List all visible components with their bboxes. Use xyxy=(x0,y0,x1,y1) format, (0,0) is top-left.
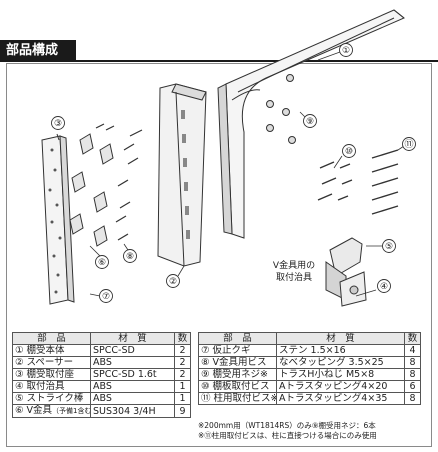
footnote-2: ※⑪柱用取付ビスは、柱に直接つける場合にのみ使用 xyxy=(198,431,377,440)
section-header-block: 部品構成 xyxy=(0,40,76,62)
table-row: ⑤ ストライク棒 ABS 1 xyxy=(12,392,191,405)
part-material: ABS xyxy=(90,380,175,393)
table-row: ③ 棚受取付座 SPCC-SD 1.6t 2 xyxy=(12,368,191,381)
callout-4: ④ xyxy=(380,282,388,292)
bracket-body-drawing xyxy=(217,9,405,239)
part-material: ABS xyxy=(90,392,175,405)
jig-drawing xyxy=(339,271,367,307)
part-name: ⑥ V金具 xyxy=(15,405,53,417)
callout-markers xyxy=(51,43,416,303)
part-material: トラスH小ねじ M5×8 xyxy=(276,368,405,381)
part-qty: 1 xyxy=(174,380,191,393)
callout-7: ⑦ xyxy=(102,292,110,302)
section-title: 部品構成 xyxy=(6,43,59,58)
post-screws-drawing xyxy=(371,149,399,215)
part-name: ⑧ V金具用ビス xyxy=(198,356,277,369)
table-row: ① 棚受本体 SPCC-SD 2 xyxy=(12,344,191,357)
part-material: Aトラスタッピング4×35 xyxy=(276,392,405,405)
parts-table-right: 部 品 材 質 数 ⑦ 仮止クギ ステン 1.5×16 4 ⑧ V金具用ビス な… xyxy=(198,332,421,405)
table-row: ⑧ V金具用ビス なべタッピング 3.5×25 8 xyxy=(198,356,421,369)
footnote-1: ※200mm用（WT1814RS）のみ⑨棚受用ネジ：6本 xyxy=(198,421,376,430)
part-qty: 2 xyxy=(174,356,191,369)
jig-label: V金具用の 取付治具 xyxy=(273,259,315,283)
part-qty: 6 xyxy=(404,380,421,393)
part-name: ③ 棚受取付座 xyxy=(12,368,91,381)
part-qty: 2 xyxy=(174,368,191,381)
header-qty: 数 xyxy=(174,332,191,345)
part-material: SPCC-SD xyxy=(90,344,175,357)
part-material: SPCC-SD 1.6t xyxy=(90,368,175,381)
table-row: ④ 取付治具 ABS 1 xyxy=(12,380,191,393)
parts-table-left: 部 品 材 質 数 ① 棚受本体 SPCC-SD 2 ② スペーサー ABS 2… xyxy=(12,332,191,418)
table-row: ⑦ 仮止クギ ステン 1.5×16 4 xyxy=(198,344,421,357)
shelf-screws-drawing xyxy=(317,161,353,201)
part-material: SUS304 3/4H xyxy=(90,404,175,418)
part-name: ① 棚受本体 xyxy=(12,344,91,357)
part-name: ⑦ 仮止クギ xyxy=(198,344,277,357)
jig-label-line1: V金具用の xyxy=(273,259,315,271)
part-note: （予備1含む） xyxy=(52,407,89,415)
callout-10: ⑩ xyxy=(345,147,353,157)
part-name: ⑨ 棚受用ネジ※ xyxy=(198,368,277,381)
callout-numbers: ① ③ ⑤ ⑥ ⑦ ⑧ ⑨ ⑩ ⑪ ② ④ xyxy=(54,46,414,302)
callout-2: ② xyxy=(169,277,177,287)
callout-9: ⑨ xyxy=(306,117,314,127)
v-fitting-screws-drawing xyxy=(95,123,143,241)
part-name: ④ 取付治具 xyxy=(12,380,91,393)
part-qty: 8 xyxy=(404,356,421,369)
table-header-row: 部 品 材 質 数 xyxy=(198,332,421,345)
callout-6: ⑥ xyxy=(98,258,106,268)
header-part: 部 品 xyxy=(198,332,277,345)
part-name: ⑤ ストライク棒 xyxy=(12,392,91,405)
spacer-drawing xyxy=(157,83,207,267)
part-name: ⑪ 柱用取付ビス※ xyxy=(198,392,277,405)
parts-frame xyxy=(6,63,432,447)
header-material: 材 質 xyxy=(276,332,405,345)
table-header-row: 部 品 材 質 数 xyxy=(12,332,191,345)
header-part: 部 品 xyxy=(12,332,91,345)
part-qty: 8 xyxy=(404,368,421,381)
part-qty: 4 xyxy=(404,344,421,357)
section-header: 部品構成 xyxy=(0,40,438,62)
v-fittings-drawing xyxy=(69,133,114,247)
part-qty: 2 xyxy=(174,344,191,357)
part-name: ② スペーサー xyxy=(12,356,91,369)
part-qty: 9 xyxy=(174,404,191,418)
callout-1: ① xyxy=(342,46,350,56)
header-qty: 数 xyxy=(404,332,421,345)
table-row: ⑪ 柱用取付ビス※ Aトラスタッピング4×35 8 xyxy=(198,392,421,405)
part-qty: 8 xyxy=(404,392,421,405)
part-qty: 1 xyxy=(174,392,191,405)
part-material: なべタッピング 3.5×25 xyxy=(276,356,405,369)
section-header-rule xyxy=(76,60,438,62)
part-material: ABS xyxy=(90,356,175,369)
callout-3: ③ xyxy=(54,119,62,129)
callout-11: ⑪ xyxy=(404,139,413,150)
part-name-cell: ⑥ V金具（予備1含む） xyxy=(12,404,91,418)
header-material: 材 質 xyxy=(90,332,175,345)
callout-5: ⑤ xyxy=(385,242,393,252)
table-row: ⑩ 棚板取付ビス Aトラスタッピング4×20 6 xyxy=(198,380,421,393)
jig-label-line2: 取付治具 xyxy=(276,271,312,283)
part-material: ステン 1.5×16 xyxy=(276,344,405,357)
mounting-plate-drawing xyxy=(41,133,75,305)
table-row: ⑥ V金具（予備1含む） SUS304 3/4H 9 xyxy=(12,404,191,418)
part-name: ⑩ 棚板取付ビス xyxy=(198,380,277,393)
table-row: ⑨ 棚受用ネジ※ トラスH小ねじ M5×8 8 xyxy=(198,368,421,381)
table-row: ② スペーサー ABS 2 xyxy=(12,356,191,369)
callout-8: ⑧ xyxy=(126,252,134,262)
part-material: Aトラスタッピング4×20 xyxy=(276,380,405,393)
bracket-screws-drawing xyxy=(266,74,296,144)
